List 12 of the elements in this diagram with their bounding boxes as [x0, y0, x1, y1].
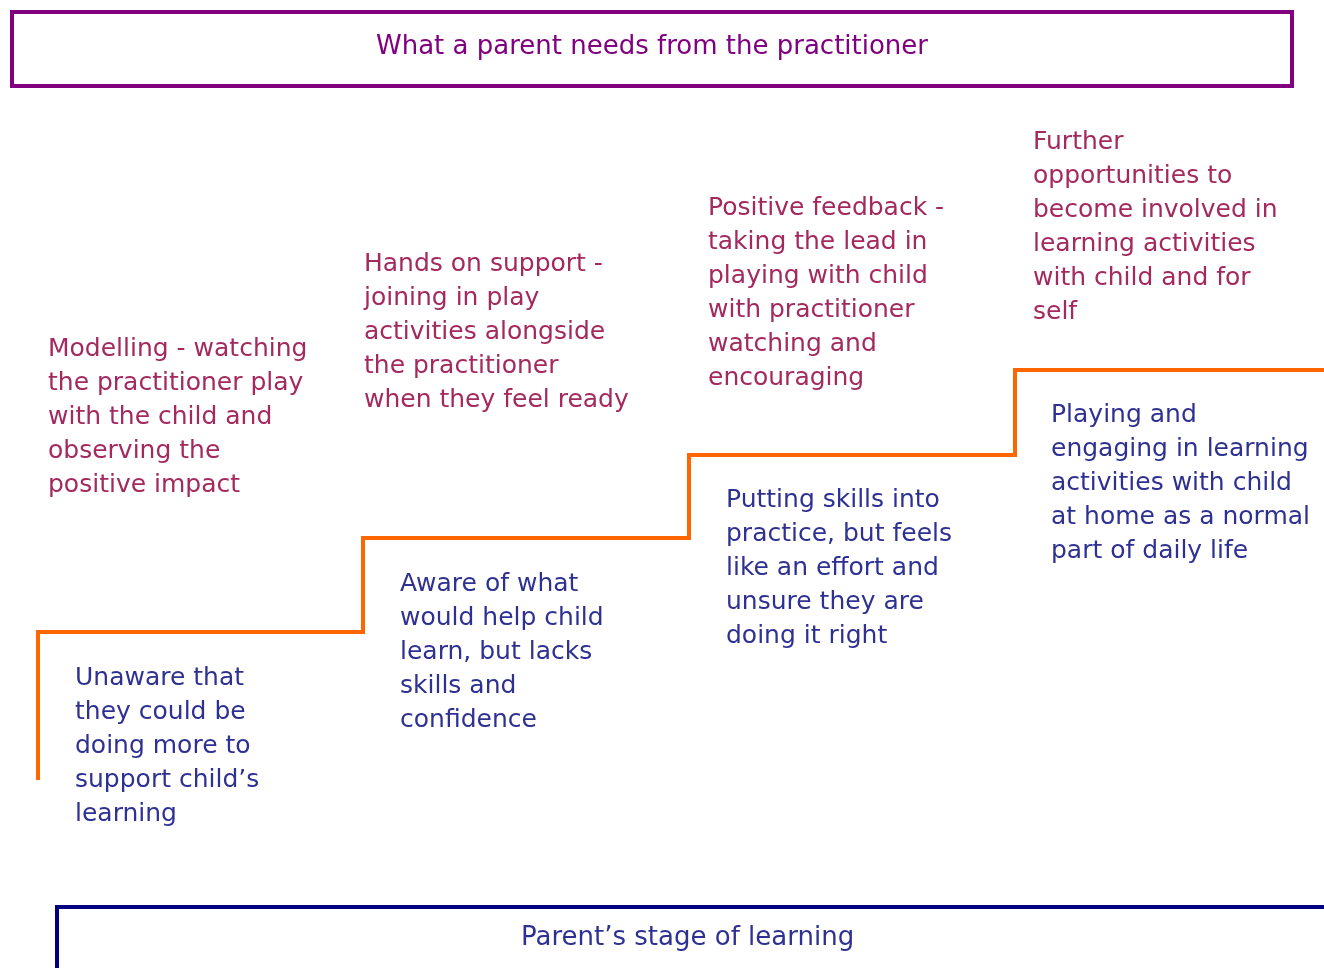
practitioner-support-text: Positive feedback - taking the lead in playing with child with practitioner watching and encouraging: [708, 191, 946, 393]
practitioner-support-text: Modelling - watching the practitioner play with the child and observing the positive impact: [48, 332, 309, 500]
practitioner-support-text: Hands on support - joining in play activities alongside the practitioner when they feel ready: [364, 247, 629, 415]
parent-stage-text: Unaware that they could be doing more to support child’s learning: [75, 661, 261, 829]
heading-text: Parent’s stage of learning: [521, 921, 855, 951]
heading-box: [10, 10, 1294, 88]
heading-box: [55, 905, 1324, 968]
parent-stage-text: Playing and engaging in learning activities with child at home as a normal part of daily life: [1051, 398, 1312, 566]
heading-text: What a parent needs from the practitioner: [375, 30, 929, 60]
parent-stage-text: Putting skills into practice, but feels like an effort and unsure they are doing it right: [726, 483, 953, 651]
practitioner-support-text: Further opportunities to become involved in learning activities with child and for self: [1033, 125, 1279, 327]
parent-stage-text: Aware of what would help child learn, but lacks skills and confidence: [400, 567, 605, 735]
